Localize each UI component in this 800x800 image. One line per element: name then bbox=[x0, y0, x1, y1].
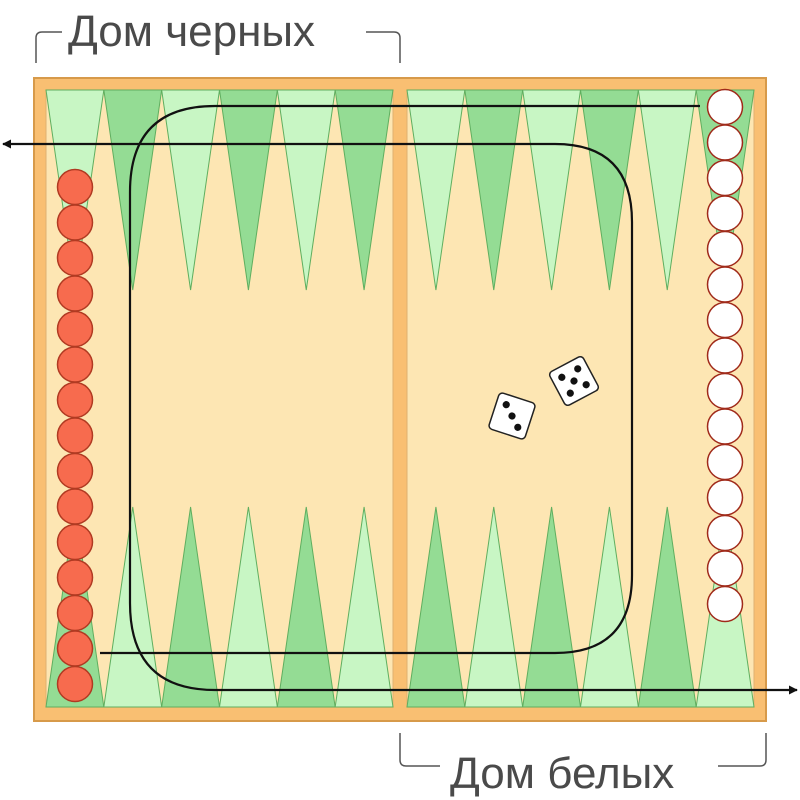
white-checker bbox=[706, 266, 744, 303]
red-checker bbox=[56, 488, 94, 525]
point-bottom-8 bbox=[464, 506, 524, 708]
point-bottom-7 bbox=[406, 506, 466, 708]
white-home-bracket bbox=[399, 733, 767, 767]
red-checker bbox=[56, 665, 94, 703]
point-top-9 bbox=[522, 89, 582, 291]
point-bottom-3 bbox=[161, 506, 221, 708]
movement-path-black bbox=[128, 104, 798, 695]
board-left-half bbox=[45, 89, 394, 708]
white-home-label: Дом белых bbox=[450, 749, 675, 798]
red-checker bbox=[56, 452, 94, 490]
black-home-label: Дом черных bbox=[68, 7, 316, 56]
white-checker bbox=[706, 337, 744, 374]
die-2 bbox=[548, 355, 600, 407]
red-checker bbox=[56, 310, 94, 348]
die-pip bbox=[502, 401, 510, 409]
white-checker bbox=[706, 195, 744, 232]
point-top-4 bbox=[218, 89, 278, 291]
red-checker bbox=[56, 239, 94, 277]
die-pip bbox=[574, 365, 582, 373]
white-checker bbox=[706, 443, 744, 481]
die-pip bbox=[566, 389, 574, 397]
white-checker bbox=[706, 124, 744, 161]
white-checker bbox=[706, 372, 744, 410]
white-checker bbox=[706, 408, 744, 445]
black-home-bracket bbox=[35, 31, 401, 63]
point-bottom-2 bbox=[103, 506, 163, 708]
white-checker bbox=[706, 159, 744, 197]
point-bottom-5 bbox=[276, 506, 336, 708]
point-bottom-10 bbox=[579, 506, 639, 708]
white-checker bbox=[706, 479, 744, 516]
red-checker bbox=[56, 204, 94, 241]
red-checker bbox=[56, 168, 94, 206]
red-checker bbox=[56, 594, 94, 632]
red-checker bbox=[56, 523, 94, 561]
red-checker bbox=[56, 346, 94, 383]
white-checker bbox=[706, 88, 744, 126]
dice bbox=[488, 355, 600, 440]
die-1 bbox=[488, 392, 536, 440]
point-top-11 bbox=[637, 89, 697, 291]
point-bottom-11 bbox=[637, 506, 697, 708]
point-bottom-9 bbox=[522, 506, 582, 708]
point-bottom-6 bbox=[334, 506, 394, 708]
movement-path-white bbox=[2, 139, 634, 655]
white-checker bbox=[706, 550, 744, 587]
die-pip bbox=[582, 381, 590, 389]
checkers bbox=[56, 88, 744, 703]
die-pip bbox=[570, 377, 578, 385]
red-checker bbox=[56, 630, 94, 667]
point-top-5 bbox=[276, 89, 336, 291]
white-checker bbox=[706, 230, 744, 268]
white-checker bbox=[706, 585, 744, 623]
red-checker bbox=[56, 275, 94, 312]
white-checker bbox=[706, 301, 744, 339]
red-checker bbox=[56, 559, 94, 596]
red-checker bbox=[56, 417, 94, 454]
die-pip bbox=[558, 373, 566, 381]
die-pip bbox=[508, 412, 516, 420]
point-top-2 bbox=[103, 89, 163, 291]
point-top-7 bbox=[406, 89, 466, 291]
point-top-6 bbox=[334, 89, 394, 291]
die-pip bbox=[514, 423, 522, 431]
point-top-10 bbox=[579, 89, 639, 291]
point-top-3 bbox=[161, 89, 221, 291]
point-top-8 bbox=[464, 89, 524, 291]
red-checker bbox=[56, 381, 94, 419]
white-checker bbox=[706, 514, 744, 552]
point-bottom-4 bbox=[218, 506, 278, 708]
